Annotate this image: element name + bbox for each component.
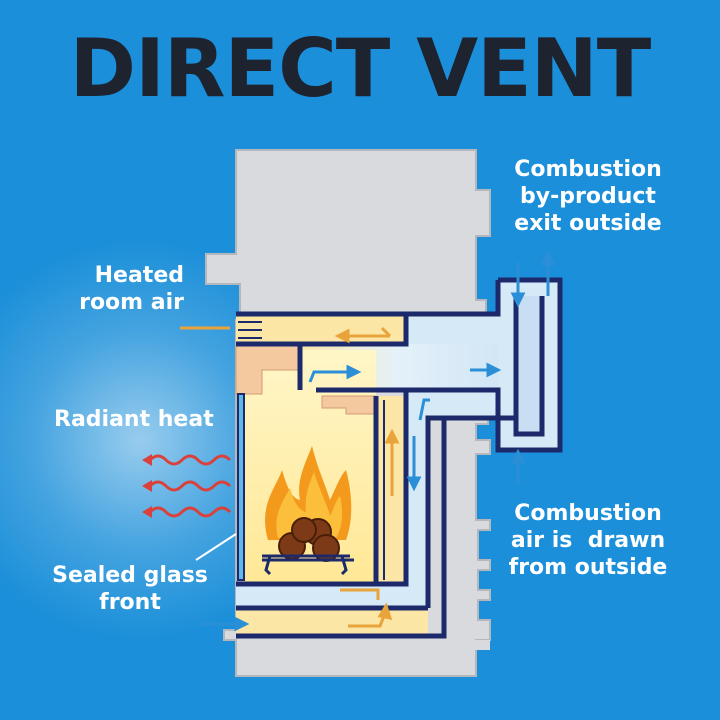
heated-air-arrows: [180, 326, 393, 628]
outer-side-channel: [406, 418, 428, 608]
diagram-title: DIRECT VENT: [69, 22, 652, 115]
wall-step: [444, 640, 490, 650]
intake-air-arrows: [200, 250, 556, 632]
radiant-heat-waves: [142, 454, 232, 518]
label-intake-air: Combustion air is drawn from outside: [508, 501, 668, 580]
label-heated-room-air: Heated room air: [79, 263, 184, 315]
label-sealed-glass-front: Sealed glass front: [52, 563, 208, 615]
label-radiant-heat: Radiant heat: [54, 407, 214, 432]
sealed-glass-front: [237, 393, 245, 581]
grate-icon: [262, 554, 354, 576]
fireplace-outlines: [236, 277, 563, 639]
bottom-air-channel: [236, 584, 428, 608]
vent-terminal-inner: [516, 296, 542, 434]
label-exhaust: Combustion by-product exit outside: [514, 157, 662, 236]
glass-pointer-line: [195, 533, 237, 561]
heated-air-channel: [236, 314, 406, 344]
bottom-heated-channel: [236, 608, 428, 636]
heated-air-vent-lines: [238, 321, 262, 339]
outer-air-channel-top: [406, 314, 516, 344]
